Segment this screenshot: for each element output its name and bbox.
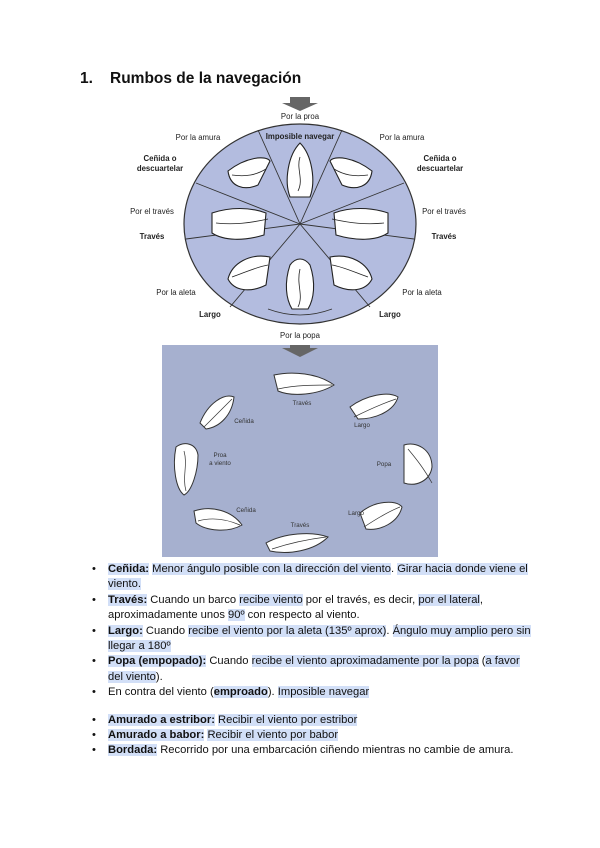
- section-title: Rumbos de la navegación: [110, 70, 302, 87]
- term-babor: Amurado a babor:: [108, 729, 205, 742]
- label-popa: Popa: [377, 461, 392, 468]
- list-item-cenida: Ceñida: Menor ángulo posible con la dire…: [92, 562, 532, 593]
- list-item-traves: Través: Cuando un barco recibe viento po…: [92, 593, 532, 624]
- sail-icon: [285, 258, 315, 310]
- label-traves-por-right: Por el través: [422, 207, 466, 216]
- label-amura-right: Por la amura: [380, 133, 425, 142]
- sail-icon: [227, 157, 271, 189]
- sail-icon: [227, 255, 271, 291]
- label-largo-top: Largo: [354, 422, 370, 429]
- label-largo-left: Largo: [199, 310, 221, 319]
- label-cenida-bottom: Ceñida: [236, 507, 256, 514]
- label-cenida-top: Ceñida: [234, 418, 254, 425]
- list-item-estribor: Amurado a estribor: Recibir el viento po…: [92, 713, 532, 728]
- list-item-popa: Popa (empopado): Cuando recibe el viento…: [92, 654, 532, 685]
- term-estribor: Amurado a estribor:: [108, 713, 215, 726]
- label-traves-bottom: Través: [291, 522, 310, 529]
- label-aleta-right: Por la aleta: [402, 288, 442, 297]
- list-spacer: [92, 701, 532, 713]
- label-traves-right: Través: [432, 232, 457, 241]
- points-of-sail-diagram: Través Largo Ceñida Proa a viento Popa C…: [162, 345, 438, 557]
- label-amura-left: Por la amura: [176, 133, 221, 142]
- sail-icon: [329, 157, 373, 189]
- label-proa-viento-2: a viento: [209, 460, 231, 467]
- sail-icon: [211, 207, 267, 240]
- label-imposible: Imposible navegar: [266, 132, 334, 141]
- term-largo: Largo:: [108, 624, 143, 637]
- label-proa-viento-1: Proa: [213, 452, 227, 459]
- sail-icon: [329, 255, 373, 291]
- list-item-babor: Amurado a babor: Recibir el viento por b…: [92, 728, 532, 744]
- boat-icon: [273, 372, 335, 395]
- label-por-la-proa: Por la proa: [281, 112, 320, 121]
- boat-icon: [403, 443, 433, 485]
- label-largo-bottom: Largo: [348, 510, 364, 517]
- wind-sector-diagram: Por la proa Imposible navegar Por la amu…: [130, 97, 466, 340]
- label-cenida-left-2: descuartelar: [137, 164, 183, 173]
- term-popa: Popa (empopado):: [108, 655, 207, 668]
- list-item-largo: Largo: Cuando recibe el viento por la al…: [92, 624, 532, 655]
- boat-icon: [199, 395, 235, 430]
- list-item-bordada: Bordada: Recorrido por una embarcación c…: [92, 743, 532, 759]
- label-cenida-left-1: Ceñida o: [144, 154, 177, 163]
- term-bordada: Bordada:: [108, 744, 158, 757]
- sail-icon: [286, 142, 314, 198]
- sail-icon: [333, 207, 389, 240]
- term-cenida: Ceñida:: [108, 563, 150, 575]
- label-cenida-right-1: Ceñida o: [424, 154, 457, 163]
- wind-arrow-icon: [282, 345, 318, 357]
- wind-arrow-icon: [282, 97, 318, 111]
- list-item-contra: En contra del viento (emproado). Imposib…: [92, 685, 532, 701]
- label-traves-por-left: Por el través: [130, 207, 174, 216]
- boat-icon: [173, 443, 199, 496]
- label-por-la-popa: Por la popa: [280, 331, 321, 340]
- label-cenida-right-2: descuartelar: [417, 164, 463, 173]
- definitions-list: Ceñida: Menor ángulo posible con la dire…: [92, 562, 532, 759]
- section-number: 1.: [80, 70, 93, 87]
- section-heading: 1. Rumbos de la navegación: [80, 70, 301, 88]
- boat-icon: [265, 533, 329, 553]
- label-traves-left: Través: [140, 232, 165, 241]
- label-largo-right: Largo: [379, 310, 401, 319]
- label-traves-top: Través: [293, 400, 312, 407]
- term-traves: Través:: [108, 593, 148, 606]
- label-aleta-left: Por la aleta: [156, 288, 196, 297]
